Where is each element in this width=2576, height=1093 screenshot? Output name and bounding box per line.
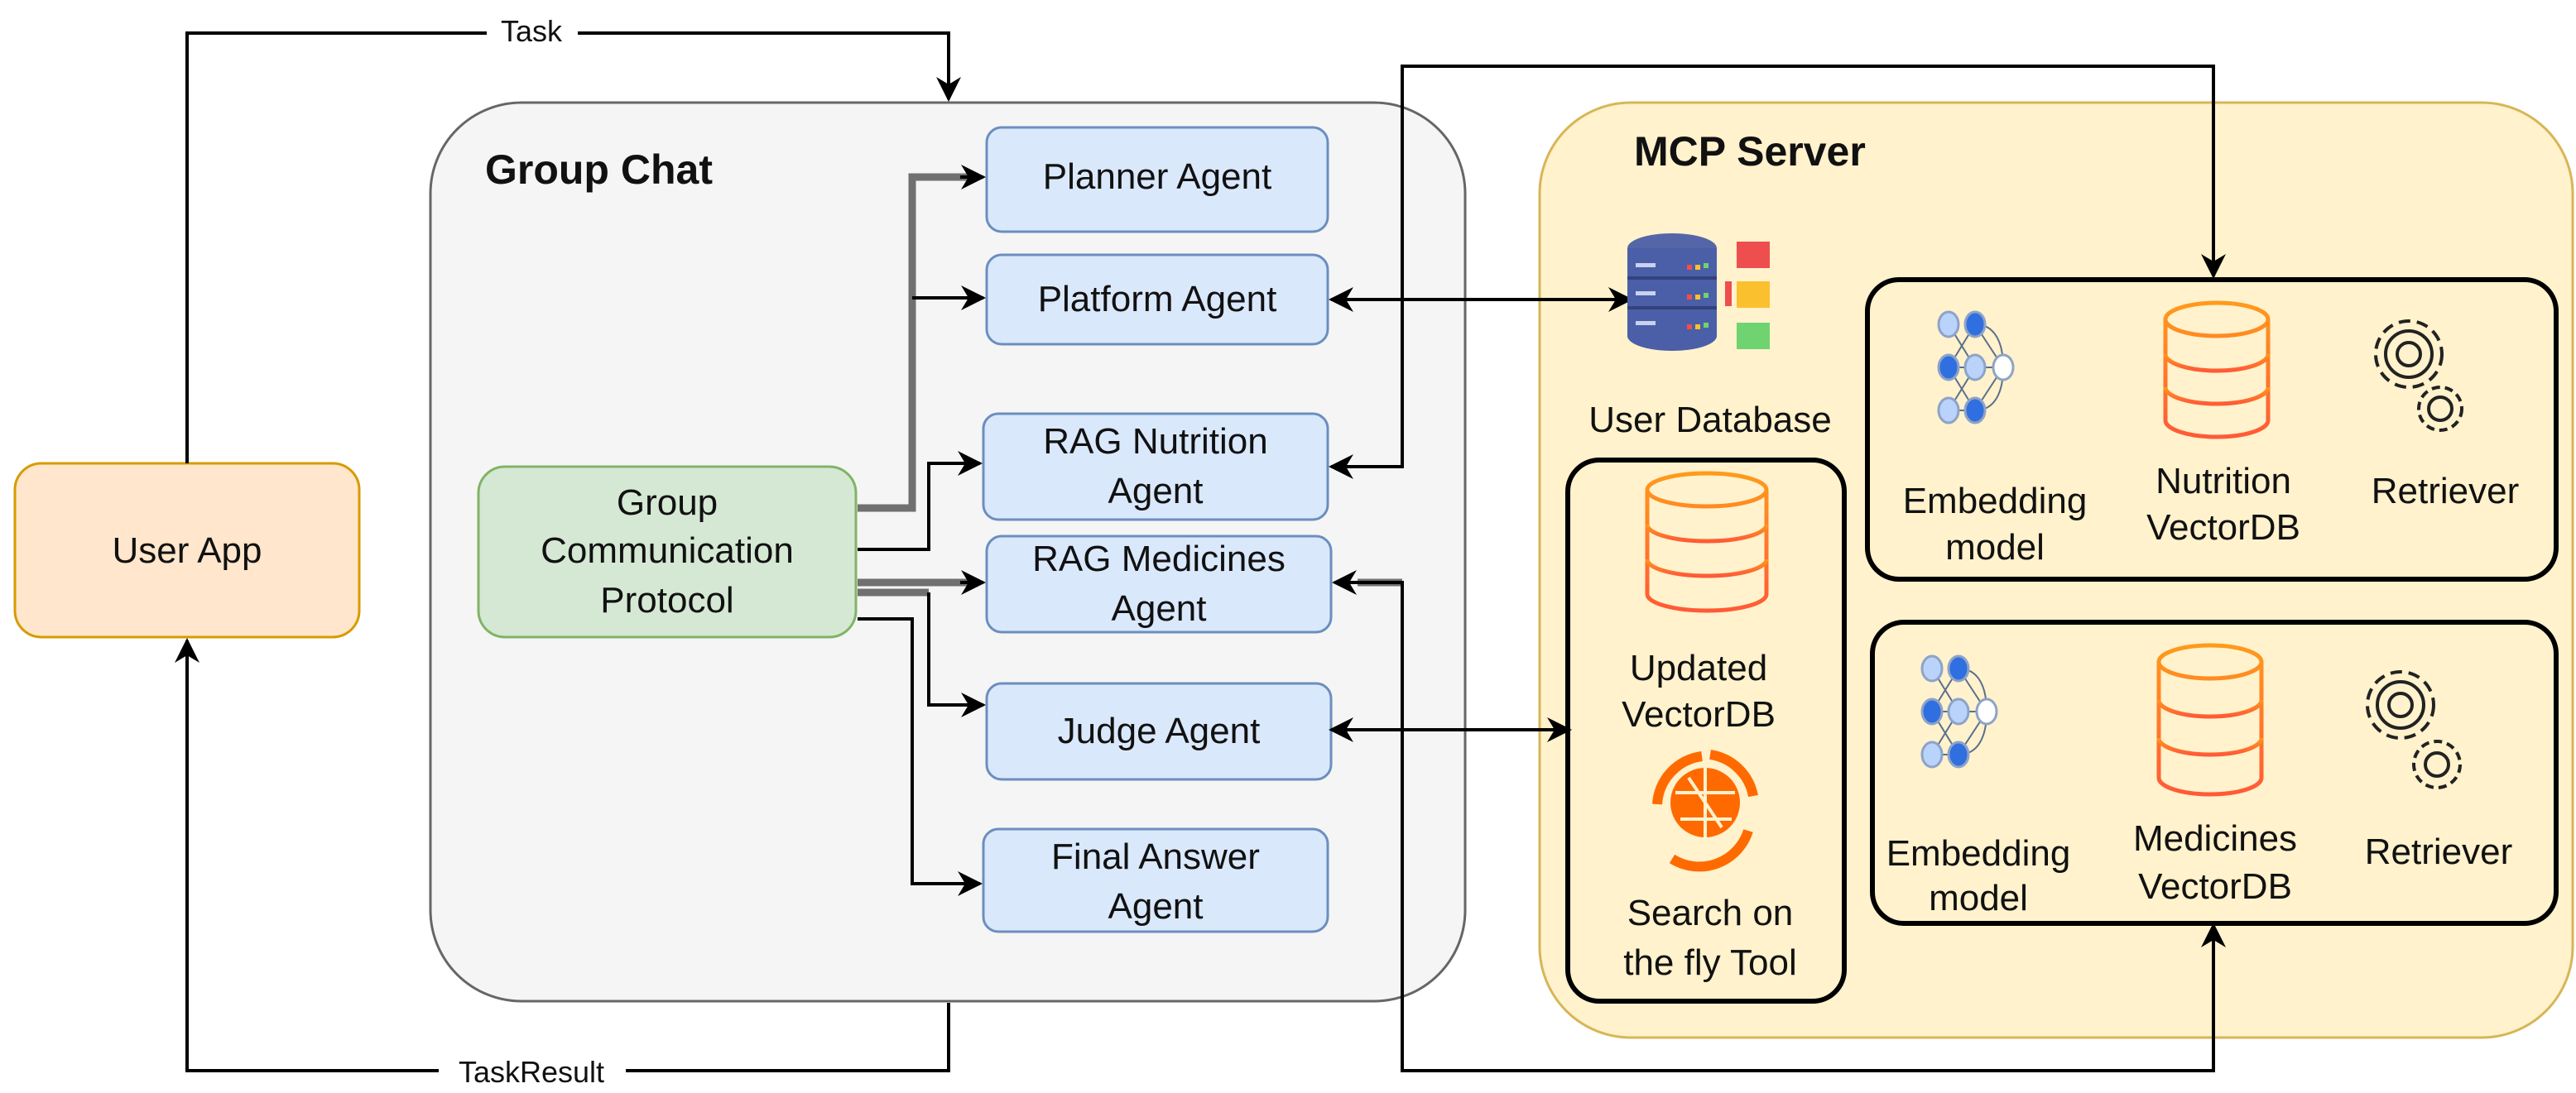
neural-network-icon xyxy=(1937,310,2015,424)
medicines-retriever-label: Retriever xyxy=(2365,832,2513,872)
vectordb-search-group xyxy=(1565,458,1847,1004)
gcp-label-line-1: Group xyxy=(617,482,718,523)
globe-search-icon xyxy=(1652,750,1758,872)
gears-icon xyxy=(2366,670,2462,789)
platform-agent-label: Platform Agent xyxy=(1038,279,1277,319)
medicines-embedding-model-node[interactable]: Embedding model xyxy=(1886,654,2071,918)
nutrition-group-to-rag-nutrition-edge xyxy=(1329,65,2226,479)
gcp-to-rag-nutrition-edge xyxy=(858,451,983,551)
search-tool-label-line-1: Search on xyxy=(1627,893,1794,933)
search-tool-label-line-2: the fly Tool xyxy=(1623,942,1797,983)
nutrition-retriever-label: Retriever xyxy=(2372,471,2520,511)
judge-agent-node[interactable]: Judge Agent xyxy=(985,682,1333,781)
rag-nutrition-label-line-2: Agent xyxy=(1108,471,1204,511)
planner-agent-node[interactable]: Planner Agent xyxy=(985,126,1329,233)
user-app-node[interactable]: User App xyxy=(13,462,361,639)
updated-vectordb-label-line-2: VectorDB xyxy=(1622,694,1776,735)
nutrition-vectordb-node[interactable]: Nutrition VectorDB xyxy=(2146,300,2300,548)
task-result-edge-label: TaskResult xyxy=(459,1055,604,1089)
server-database-icon xyxy=(1627,233,1717,351)
database-icon xyxy=(1645,471,1769,613)
neural-network-icon xyxy=(1920,654,1998,769)
gcp-to-final-answer-edge xyxy=(858,617,983,896)
nutrition-embedding-label-line-1: Embedding xyxy=(1903,481,2088,521)
medicines-rag-group xyxy=(1870,620,2559,926)
medicines-group-to-rag-medicines-edge xyxy=(1332,570,2226,1072)
updated-vectordb-label-line-1: Updated xyxy=(1630,648,1767,688)
task-result-label-bg xyxy=(439,1054,626,1091)
final-answer-label-line-2: Agent xyxy=(1108,886,1204,927)
medicines-vectordb-label-line-2: VectorDB xyxy=(2138,866,2292,907)
medicines-embedding-label-line-2: model xyxy=(1929,878,2028,918)
gcp-to-judge-edge xyxy=(927,592,986,717)
rag-nutrition-agent-node[interactable]: RAG Nutrition Agent xyxy=(982,412,1329,521)
nutrition-embedding-model-node[interactable]: Embedding model xyxy=(1903,310,2088,568)
group-communication-protocol-node[interactable]: Group Communication Protocol xyxy=(477,465,858,639)
nutrition-retriever-node[interactable]: Retriever xyxy=(2372,319,2520,511)
judge-agent-label: Judge Agent xyxy=(1058,711,1261,751)
medicines-vectordb-node[interactable]: Medicines VectorDB xyxy=(2133,643,2297,907)
task-label-bg xyxy=(487,15,578,51)
rag-medicines-label-line-2: Agent xyxy=(1112,588,1207,629)
final-answer-agent-node[interactable]: Final Answer Agent xyxy=(982,827,1329,933)
medicines-retriever-node[interactable]: Retriever xyxy=(2365,670,2513,872)
medicines-vectordb-label-line-1: Medicines xyxy=(2133,818,2297,859)
gears-icon xyxy=(2374,319,2463,432)
group-chat-title: Group Chat xyxy=(485,146,713,193)
gcp-to-planner-edge xyxy=(858,173,968,512)
database-icon xyxy=(2156,643,2264,797)
user-database-node[interactable]: User Database xyxy=(1588,233,1832,440)
mcp-server-title: MCP Server xyxy=(1634,128,1866,175)
nutrition-vectordb-label-line-1: Nutrition xyxy=(2155,461,2291,501)
nutrition-embedding-label-line-2: model xyxy=(1945,527,2045,568)
nutrition-rag-group xyxy=(1865,277,2559,582)
updated-vectordb-node[interactable]: Updated VectorDB xyxy=(1622,471,1776,735)
medicines-embedding-label-line-1: Embedding xyxy=(1886,833,2071,874)
planner-agent-label: Planner Agent xyxy=(1043,156,1271,197)
rag-medicines-label-line-1: RAG Medicines xyxy=(1032,539,1286,579)
search-tool-node[interactable]: Search on the fly Tool xyxy=(1623,750,1797,983)
database-icon xyxy=(2163,300,2271,439)
gcp-label-line-3: Protocol xyxy=(600,580,733,621)
rag-medicines-agent-node[interactable]: RAG Medicines Agent xyxy=(985,535,1333,634)
user-database-label: User Database xyxy=(1588,400,1831,440)
platform-agent-node[interactable]: Platform Agent xyxy=(985,253,1329,346)
final-answer-label-line-1: Final Answer xyxy=(1051,837,1260,877)
nutrition-vectordb-label-line-2: VectorDB xyxy=(2146,507,2300,548)
folders-icon xyxy=(1725,242,1770,349)
gcp-label-line-2: Communication xyxy=(541,530,794,571)
task-edge-label: Task xyxy=(501,14,563,48)
user-app-label: User App xyxy=(113,530,262,571)
rag-nutrition-label-line-1: RAG Nutrition xyxy=(1043,421,1267,462)
